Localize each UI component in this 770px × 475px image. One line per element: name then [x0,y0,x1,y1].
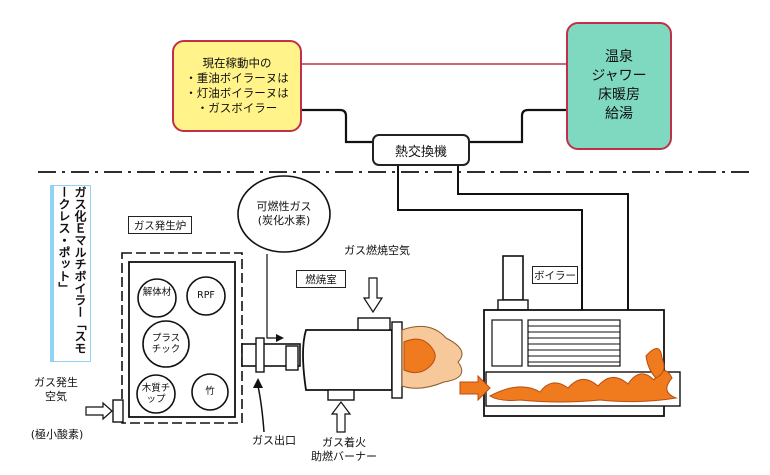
pipe-current-to-hx [298,108,372,144]
heat-exchanger-label: 熱交換機 [394,144,447,160]
combustion-air-label: ガス燃焼空気 [344,244,410,257]
boiler-chimney-cap [497,299,529,311]
ignition-burner-arrow [330,401,352,433]
air-inlet-arrow [85,401,113,421]
gas-furnace-outer [121,252,243,424]
boiler-side-panel [491,319,523,367]
gas-outlet-arrow [257,385,265,433]
gas-gen-air-line2: 空気 [45,390,67,403]
combustion-chamber-flange-right [391,321,403,399]
pipe-hx-to-boiler-right [457,162,629,350]
fuel-circle-plastic [142,320,190,368]
combustion-chamber [302,329,393,391]
gas-gen-air-note: (極小酸素) [30,428,84,441]
current-boilers-title: 現在稼動中の [202,56,272,70]
combustion-chamber-flange-left [285,345,299,371]
gas-furnace-label: ガス発生炉 [128,216,192,234]
combustible-gas-arrow [266,254,280,339]
boiler-flame [488,370,678,403]
ignition-burner-port [327,389,355,401]
ignition-line2: 助燃バーナー [311,450,377,463]
use-floor-heating: 床暖房 [598,87,640,103]
combustion-air-port [357,317,391,331]
chamber-flame-inner [403,338,436,374]
combustible-gas-text: 可燃性ガス (炭化水素) [244,200,324,228]
use-shower: ジャワー [591,68,647,84]
current-boilers-item-kerosene: ・灯油ボイラーヌは [185,86,289,100]
fuel-circle-demolition [137,278,177,318]
gas-outlet-flange [255,337,265,373]
combustible-gas-bubble [237,175,331,253]
combustion-chamber-label: 燃焼室 [296,270,346,288]
current-boilers-item-heavy-oil: ・重油ボイラーヌは [185,71,289,85]
heat-uses-box: 温泉 ジャワー 床暖房 給湯 [566,22,672,150]
fuel-circle-rpf [186,276,226,316]
boiler-flame-tip [645,348,665,379]
pipe-hx-to-boiler-left [397,162,583,350]
air-inlet-pipe [112,399,124,423]
current-boilers-item-gas: ・ガスボイラー [196,101,278,115]
fuel-circle-bamboo [191,373,229,411]
fuel-rpf-label: RPF [197,290,215,301]
fuel-circle-woodchip [136,374,176,414]
pipe-uses-to-hx [466,108,566,144]
heat-exchanger-box: 熱交換機 [372,134,470,166]
gas-gen-air-line1: ガス発生 [34,376,78,389]
boiler-chimney [502,255,524,301]
combustible-gas-line2: (炭化水素) [257,214,311,227]
ignition-line1: ガス着火 [322,436,366,449]
boiler-tube-bank [527,319,621,367]
fuel-woodchip-label: 木質チップ [141,383,171,405]
fuel-plastic-label: プラスチック [151,333,181,355]
boiler-inlet-arrow [459,374,491,402]
gas-gen-air-text: ガス発生 空気 [24,376,88,404]
gas-outlet-label: ガス出口 [252,434,296,447]
combustible-gas-arrowhead [276,334,284,342]
use-hot-spring: 温泉 [605,49,633,65]
fuel-bamboo-label: 竹 [205,386,215,397]
combustion-air-arrow [362,277,384,314]
boiler-label: ボイラー [532,266,578,284]
boiler-tubes [528,325,620,363]
use-hot-water: 給湯 [605,106,633,122]
gas-outlet-arrowhead [253,378,263,388]
ignition-burner-text: ガス着火 助燃バーナー [306,436,382,464]
system-title-vertical: ガス化Ｅマルチボイラー「スモークレス・ポット」 [50,185,91,362]
combustible-gas-line1: 可燃性ガス [256,200,312,213]
current-boilers-box: 現在稼動中の ・重油ボイラーヌは ・灯油ボイラーヌは ・ガスボイラー [172,40,302,132]
fuel-demolition-label: 解体材 [142,287,172,298]
